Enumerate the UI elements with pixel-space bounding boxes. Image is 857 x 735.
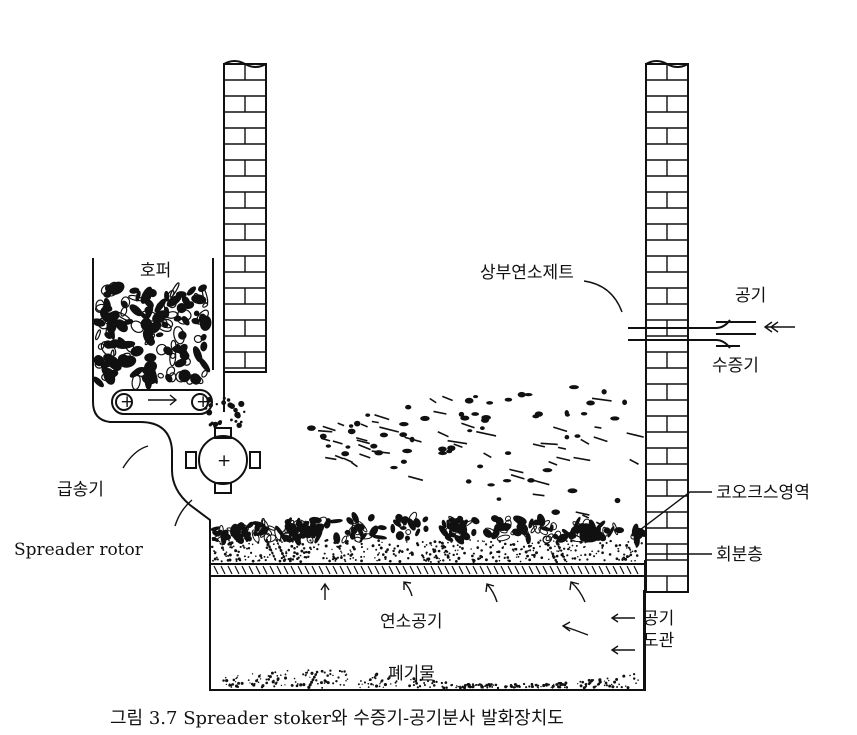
figure-caption: 그림 3.7 Spreader stoker와 수증기-공기분사 발화장치도 bbox=[110, 708, 564, 729]
spreader-rotor: + bbox=[185, 427, 261, 494]
air-label: 공기 bbox=[735, 286, 766, 306]
spreader-rotor-label: Spreader rotor bbox=[14, 540, 144, 560]
combustion-air-label: 연소공기 bbox=[380, 612, 443, 632]
upper-air-jet-label: 상부연소제트 bbox=[480, 263, 574, 283]
svg-text:+: + bbox=[217, 451, 231, 471]
hopper-label: 호퍼 bbox=[140, 261, 171, 281]
svg-text:+: + bbox=[196, 392, 210, 412]
svg-text:+: + bbox=[120, 392, 134, 412]
feeder-label: 급송기 bbox=[57, 480, 104, 500]
right-brick-wall bbox=[645, 60, 689, 593]
grate bbox=[209, 563, 646, 577]
coal-spray bbox=[307, 385, 644, 526]
upper-air-jet bbox=[628, 319, 795, 349]
waste-label: 폐기물 bbox=[388, 664, 435, 684]
fuel-bed bbox=[210, 511, 648, 564]
ash-layer-label: 회분층 bbox=[716, 545, 763, 565]
leader-lines bbox=[122, 280, 712, 555]
refuse-pile bbox=[222, 669, 639, 690]
steam-label: 수증기 bbox=[712, 356, 759, 376]
hopper-coal bbox=[92, 281, 246, 428]
hopper-walls bbox=[92, 258, 211, 560]
feeder-conveyor: + + bbox=[111, 389, 213, 415]
undergrate-air-arrows bbox=[320, 581, 635, 655]
coke-zone-label: 코오크스영역 bbox=[716, 483, 810, 503]
left-brick-wall bbox=[223, 60, 267, 373]
